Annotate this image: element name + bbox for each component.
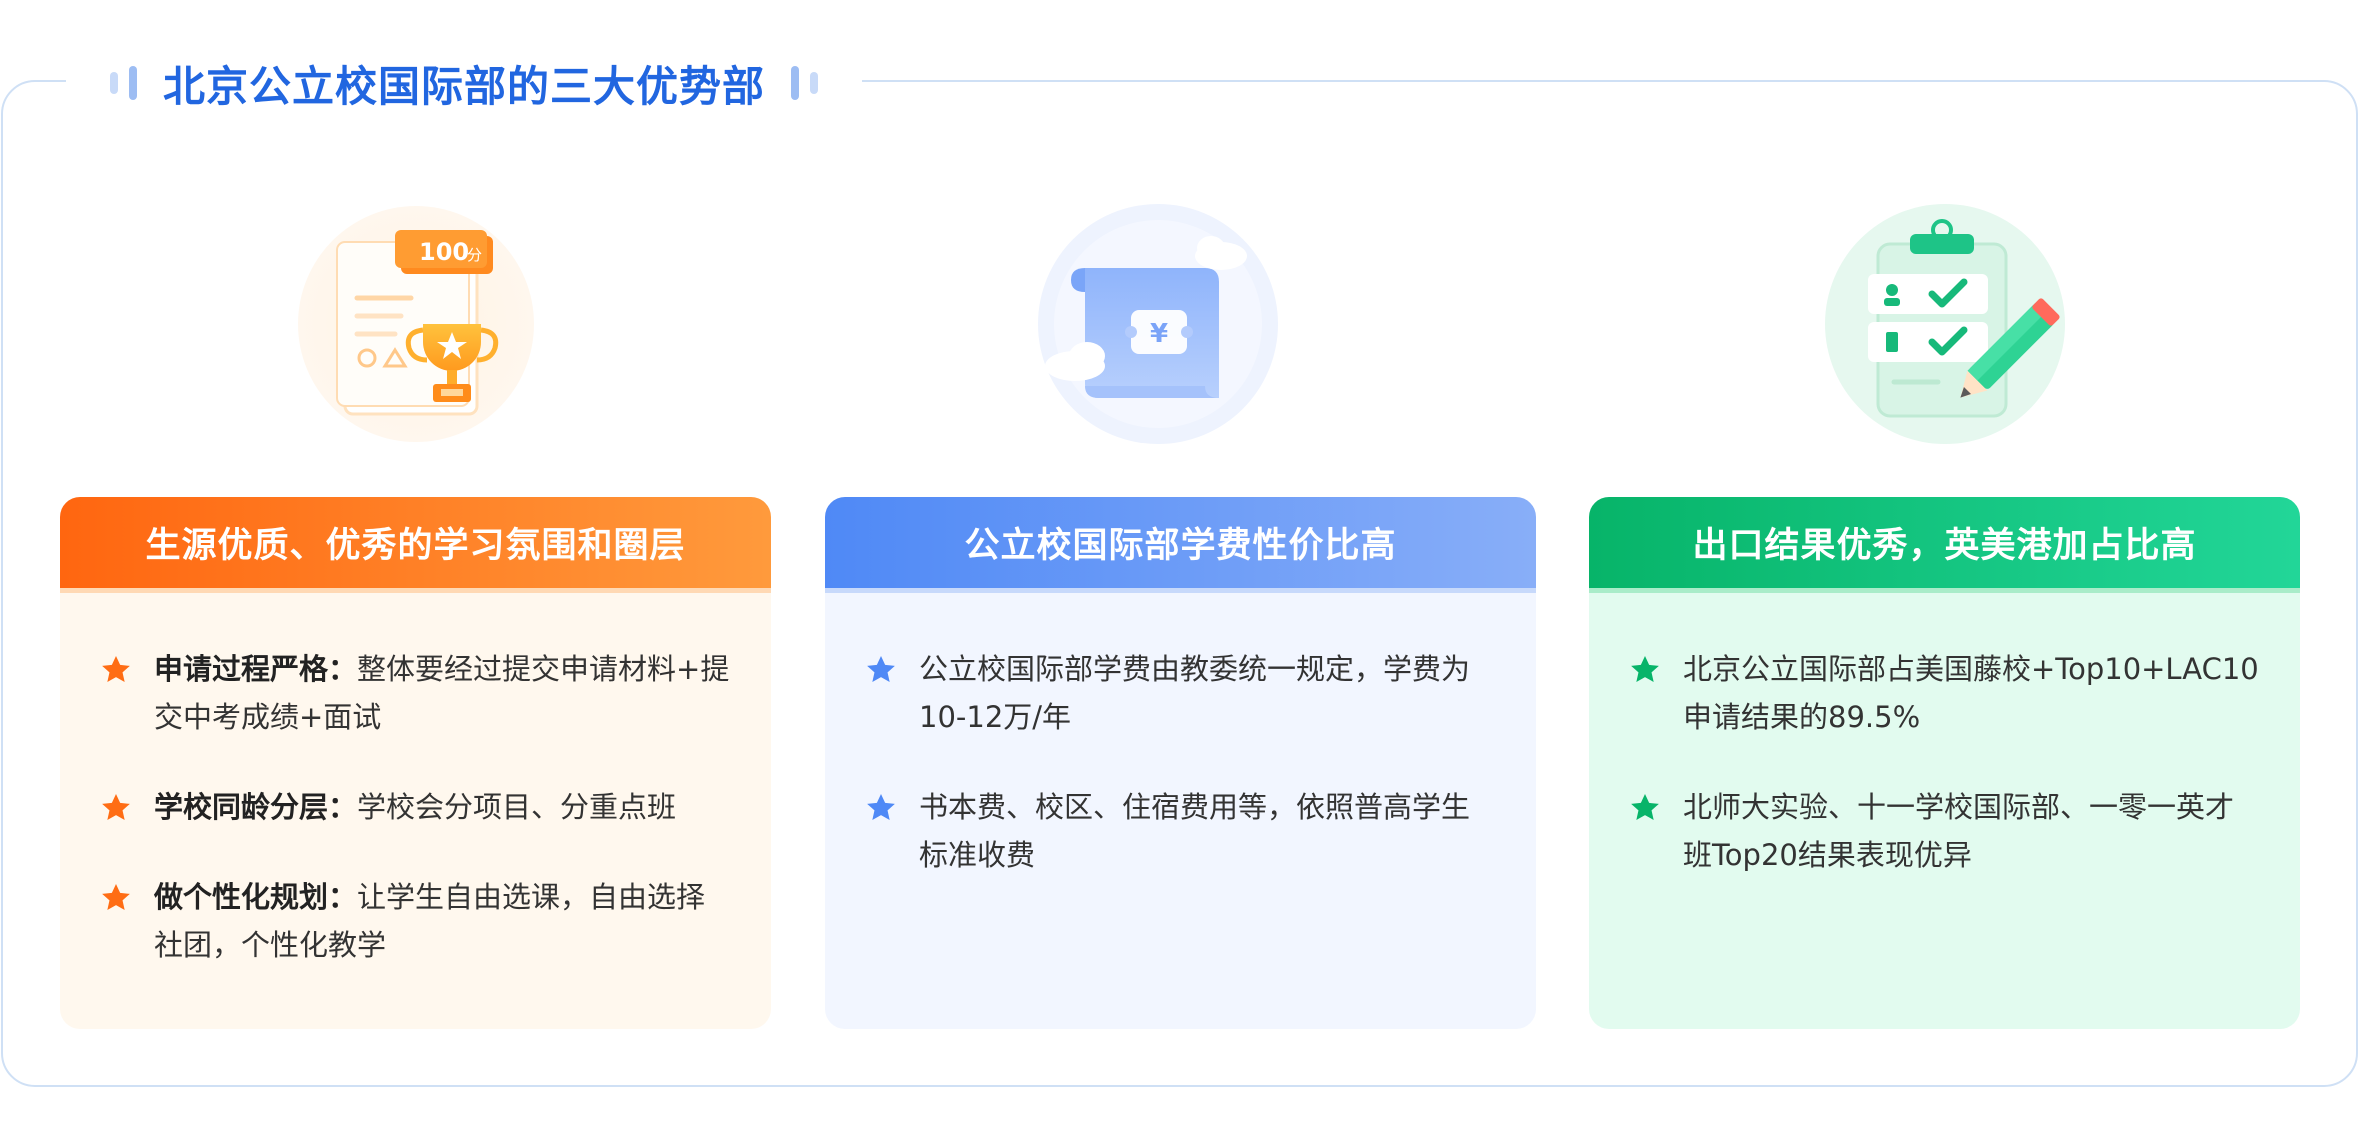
list-item: 公立校国际部学费由教委统一规定，学费为10-12万/年 <box>865 645 1496 741</box>
card-title: 公立校国际部学费性价比高 <box>825 497 1536 593</box>
item-text: 学校会分项目、分重点班 <box>357 790 677 824</box>
star-icon <box>865 654 897 686</box>
star-icon <box>1629 792 1661 824</box>
item-text: 公立校国际部学费由教委统一规定，学费为10-12万/年 <box>919 652 1471 734</box>
star-icon <box>865 792 897 824</box>
card-title: 出口结果优秀，英美港加占比高 <box>1589 497 2300 593</box>
list-item: 北京公立国际部占美国藤校+Top10+LAC10申请结果的89.5% <box>1629 645 2260 741</box>
star-icon <box>100 654 132 686</box>
title-left-bars <box>110 66 137 100</box>
title-right-bars <box>791 66 819 100</box>
connector-dashes-left <box>566 318 956 328</box>
star-icon <box>100 882 132 914</box>
item-heading: 做个性化规划： <box>154 880 358 914</box>
star-icon <box>1629 654 1661 686</box>
item-heading: 学校同龄分层： <box>154 790 358 824</box>
list-item: 申请过程严格：整体要经过提交申请材料+提交中考成绩+面试 <box>100 645 731 741</box>
svg-text:¥: ¥ <box>1150 319 1168 349</box>
svg-text:分: 分 <box>467 246 482 264</box>
trophy-certificate-icon: 100 分 <box>291 198 541 450</box>
list-item: 做个性化规划：让学生自由选课，自由选择社团，个性化教学 <box>100 873 731 969</box>
list-item: 书本费、校区、住宿费用等，依照普高学生标准收费 <box>865 783 1496 879</box>
list-item: 北师大实验、十一学校国际部、一零一英才班Top20结果表现优异 <box>1629 783 2260 879</box>
checklist-clipboard-icon <box>1820 198 2070 450</box>
advantage-card-outcomes: 出口结果优秀，英美港加占比高 北京公立国际部占美国藤校+Top10+LAC10申… <box>1589 497 2300 1029</box>
page-title: 北京公立校国际部的三大优势部 <box>163 61 766 111</box>
item-heading: 申请过程严格： <box>154 652 358 686</box>
card-title: 生源优质、优秀的学习氛围和圈层 <box>60 497 771 593</box>
tuition-scroll-icon: ¥ <box>1033 198 1283 450</box>
section-header: 北京公立校国际部的三大优势部 <box>66 44 863 122</box>
list-item: 学校同龄分层：学校会分项目、分重点班 <box>100 783 731 831</box>
advantage-card-student-quality: 生源优质、优秀的学习氛围和圈层 申请过程严格：整体要经过提交申请材料+提交中考成… <box>60 497 771 1029</box>
advantage-card-tuition-value: 公立校国际部学费性价比高 公立校国际部学费由教委统一规定，学费为10-12万/年… <box>825 497 1536 1029</box>
connector-dashes-right <box>1353 318 1743 328</box>
item-text: 书本费、校区、住宿费用等，依照普高学生标准收费 <box>919 790 1471 872</box>
item-text: 北京公立国际部占美国藤校+Top10+LAC10申请结果的89.5% <box>1683 652 2259 734</box>
item-text: 北师大实验、十一学校国际部、一零一英才班Top20结果表现优异 <box>1683 790 2235 872</box>
item-text: 整体要经过提交申请材料+提交中考成绩+面试 <box>154 652 730 734</box>
svg-text:100: 100 <box>419 238 469 266</box>
star-icon <box>100 792 132 824</box>
item-text: 让学生自由选课，自由选择社团，个性化教学 <box>154 880 706 962</box>
